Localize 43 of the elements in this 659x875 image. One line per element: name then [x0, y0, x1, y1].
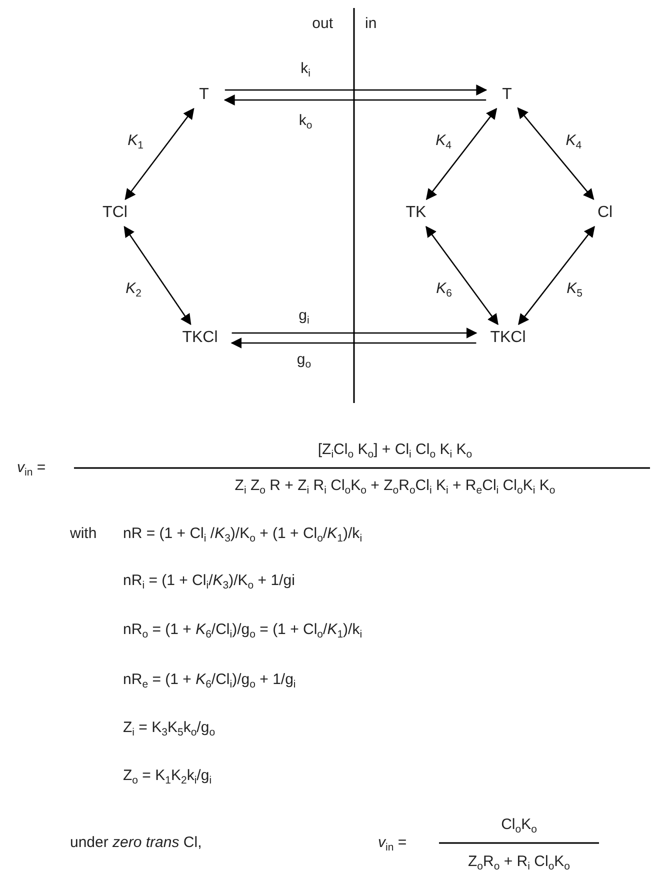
edge-label: g$_{i}$	[298, 308, 310, 324]
equation-line: nR$_{o}$ = (1 + K$_{6}$/Cl$_{i}$)/g$_{o}$ = (1 + Cl$_{o}$/K$_{1}$)/k$_{i}$	[123, 622, 362, 638]
edge-label: K$_{5}$	[566, 280, 582, 297]
fraction-denominator: Z$_{i}$ Z$_{o}$ R + Z$_{i}$ R$_{i}$ Cl$_{o}$K$_{o}$ + Z$_{o}$R$_{o}$Cl$_{i}$ K$_{i}$ + R$_{e}$Cl$_{i}$ Cl$_{o}$K$_{i}$ K$_{o}$	[234, 478, 556, 494]
arrow	[230, 338, 476, 348]
edge-label: g$_{o}$	[296, 352, 312, 368]
edge-label: K$_{2}$	[126, 280, 142, 297]
equation-line: Z$_{o}$ = K$_{1}$K$_{2}$k$_{i}$/g$_{i}$	[123, 768, 212, 784]
double-arrow	[518, 226, 595, 326]
arrow	[232, 328, 478, 338]
state-label: TKCl	[180, 328, 220, 348]
edge-label: K$_{4}$	[436, 132, 452, 150]
state-label: TKCl	[488, 328, 528, 348]
edge-label: K$_{4}$	[566, 132, 582, 149]
double-arrow	[426, 108, 498, 200]
double-arrow	[124, 226, 192, 326]
fraction-numerator: Cl$_{o}$K$_{o}$	[501, 816, 537, 834]
fraction-numerator: [Z$_{i}$Cl$_{o}$ K$_{o}$] + Cl$_{i}$ Cl$_{o}$ K$_{i}$ K$_{o}$	[318, 442, 472, 458]
fraction-denominator: Z$_{o}$R$_{o}$ + R$_{i}$ Cl$_{o}$K$_{o}$	[468, 854, 570, 870]
state-label: T	[197, 85, 211, 105]
side-label: out	[312, 16, 333, 32]
condition-text: under zero trans Cl,	[70, 834, 202, 852]
edge-label: k$_{i}$	[300, 60, 310, 78]
equation-line: Z$_{i}$ = K$_{3}$K$_{5}$k$_{o}$/g$_{o}$	[123, 720, 216, 736]
state-label: TCl	[100, 203, 130, 223]
double-arrow	[517, 107, 594, 200]
equation-text: with	[70, 526, 97, 542]
edge-label: k$_{o}$	[298, 112, 312, 130]
state-label: T	[500, 85, 514, 105]
state-label: Cl	[595, 203, 615, 223]
state-label: TK	[404, 203, 428, 223]
edge-label: K$_{6}$	[436, 280, 452, 297]
side-label: in	[365, 16, 377, 32]
arrow	[224, 84, 488, 96]
equation-line: nR$_{e}$ = (1 + K$_{6}$/Cl$_{i}$)/g$_{o}$ + 1/g$_{i}$	[123, 672, 296, 688]
equation-term: v$_{in}$ =	[17, 460, 46, 476]
equation-line: nR = (1 + Cl$_{i}$ /K$_{3}$)/K$_{o}$ + (1 + Cl$_{o}$/K$_{1}$)/k$_{i}$	[123, 526, 362, 542]
arrow	[224, 94, 486, 106]
edge-label: K$_{1}$	[128, 132, 144, 150]
equation-line: nR$_{i}$ = (1 + Cl$_{i}$/K$_{3}$)/K$_{o}$ + 1/gi	[123, 572, 295, 590]
equation-term: v$_{in}$ =	[378, 834, 407, 852]
double-arrow	[426, 226, 498, 326]
double-arrow	[124, 108, 194, 200]
